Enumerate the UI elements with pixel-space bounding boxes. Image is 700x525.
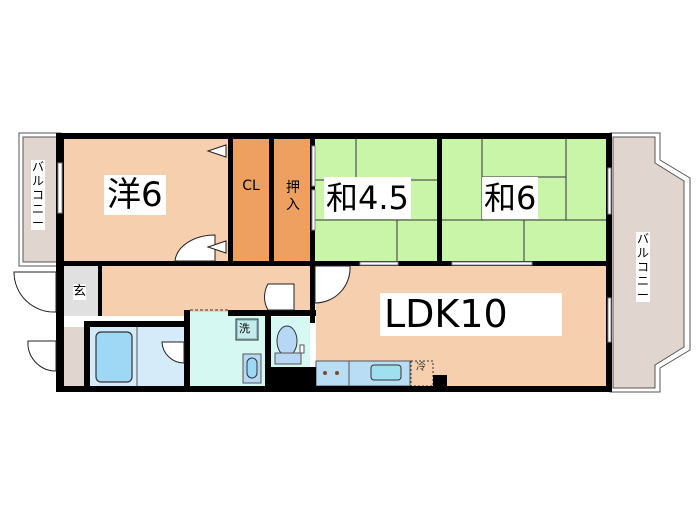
refrigerator-label: 冷: [416, 362, 426, 373]
kitchen-sink: [370, 364, 402, 381]
oshiire-label: 押入: [286, 180, 300, 213]
balcony-left-label: バルコニー: [31, 160, 45, 230]
washroom-label: 洗: [239, 322, 250, 335]
storage-floor: [64, 327, 84, 387]
closet-floor: [232, 139, 270, 264]
japanese-room-2-label: 和6: [482, 177, 539, 219]
balcony-left: [18, 132, 62, 267]
entrance-label: 玄: [73, 284, 87, 300]
bathtub: [95, 331, 133, 383]
toilet-bowl: [276, 325, 298, 357]
western-room-label: 洋6: [104, 175, 166, 215]
ldk-label: LDK10: [380, 293, 562, 336]
balcony-right: [609, 132, 691, 393]
closet-label: CL: [242, 178, 260, 194]
windows: [57, 145, 612, 343]
japanese-room-1-label: 和4.5: [324, 177, 411, 219]
balcony-right-label: バルコニー: [636, 232, 650, 302]
oshiire-floor: [274, 139, 312, 264]
doors: [13, 234, 351, 372]
